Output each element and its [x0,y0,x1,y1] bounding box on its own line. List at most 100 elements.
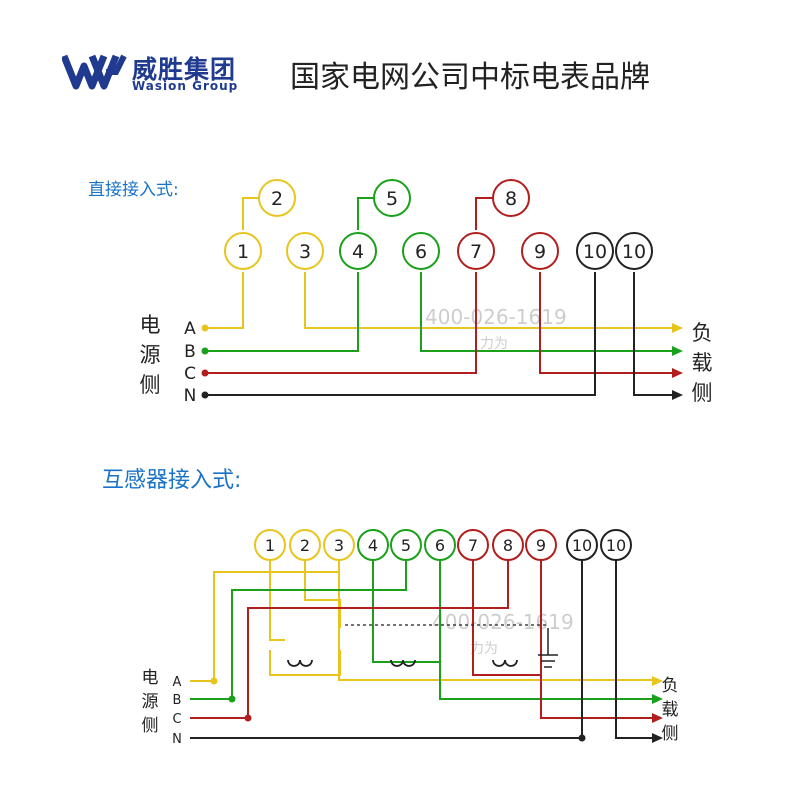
direct-wire-n-in [205,272,596,396]
ct-terminal-11-circle [600,529,632,561]
wasion-logo-icon [62,54,127,90]
ct-load-label: 负载侧 [661,676,679,744]
direct-terminal-10-circle [576,232,614,270]
direct-terminal-8-circle [492,179,530,217]
ct-box-b [372,650,441,663]
ct-wire-c-out [540,560,652,719]
direct-terminal-1-label: 1 [237,241,249,263]
direct-terminal-5-circle [373,179,411,217]
direct-wire-c-out [539,272,672,374]
ct-wire-n-out [615,560,652,739]
ct-terminal-4-label: 4 [368,536,378,555]
direct-dot-a [201,324,209,332]
direct-terminal-6-circle [402,232,440,270]
direct-arrow-a [672,323,683,333]
direct-terminal-7-label: 7 [470,241,482,263]
ct-arrow-a [652,676,663,686]
direct-terminal-2-label: 2 [271,188,283,210]
ct-wire-a-feed [190,560,340,682]
ct-terminal-10-circle [566,529,598,561]
ct-arrow-c [652,713,663,723]
ct-line-label-b: B [173,693,182,708]
page-title: 国家电网公司中标电表品牌 [290,60,650,95]
direct-line-label-b: B [184,342,196,362]
ct-wire-a-2 [304,560,341,628]
direct-dot-n [201,391,209,399]
watermark-text-2: 力为 [470,641,498,657]
direct-arrow-c [672,368,683,378]
direct-terminal-3-label: 3 [299,241,311,263]
direct-terminal-1-circle [224,232,262,270]
direct-section-title: 直接接入式: [88,180,179,200]
ct-terminal-8-circle [492,529,524,561]
ct-terminal-6-circle [424,529,456,561]
direct-source-label: 电源侧 [139,313,161,397]
ct-terminal-5-circle [390,529,422,561]
direct-wire-b-top [357,197,374,230]
ct-dot-n [578,734,586,742]
direct-terminal-11-label: 10 [622,241,646,263]
watermark-text-1: 力为 [480,336,508,352]
brand-name-en: Wasion Group [132,79,239,93]
direct-terminal-11-circle [615,232,653,270]
direct-terminal-3-circle [286,232,324,270]
direct-terminal-7-circle [457,232,495,270]
ct-terminal-9-label: 9 [536,536,546,555]
ct-terminal-1-label: 1 [265,536,275,555]
ct-terminal-7-label: 7 [468,536,478,555]
ct-dot-a [210,677,218,685]
direct-wire-c-top [475,197,493,230]
direct-line-label-c: C [184,364,196,384]
ct-arrow-b [652,694,663,704]
direct-wire-n-out [633,272,672,396]
direct-terminal-6-label: 6 [415,241,427,263]
ct-coil-c [492,659,518,667]
direct-terminal-5-label: 5 [386,188,398,210]
direct-wire-a-out [304,272,672,329]
ct-terminal-3-circle [323,529,355,561]
ct-wire-b-out [439,560,652,700]
direct-terminal-10-label: 10 [583,241,607,263]
ct-terminal-1-circle [254,529,286,561]
ct-line-label-c: C [172,712,181,727]
direct-wire-b-in [205,272,359,352]
ct-arrow-n [652,733,663,743]
direct-wire-b-out [420,272,672,352]
ct-coil-b [390,659,416,667]
ct-terminal-10-label: 10 [572,536,592,555]
watermark-phone-2: 400-026-1619 [432,610,574,634]
direct-arrow-b [672,346,683,356]
direct-wire-a-top [242,197,259,230]
direct-dot-c [201,369,209,377]
direct-terminal-9-circle [521,232,559,270]
direct-wire-c-in [205,272,477,374]
ct-box-a [269,650,341,676]
ct-wire-a-out [338,560,652,681]
ct-line-label-a: A [173,675,182,690]
ct-terminal-2-circle [289,529,321,561]
direct-arrow-n [672,390,683,400]
direct-terminal-4-circle [339,232,377,270]
ct-terminal-8-label: 8 [503,536,513,555]
ct-terminal-9-circle [525,529,557,561]
ct-terminal-5-label: 5 [401,536,411,555]
ct-terminal-6-label: 6 [435,536,445,555]
direct-line-label-a: A [184,319,196,339]
ct-terminal-7-circle [457,529,489,561]
ct-wire-c-feed [190,560,509,719]
direct-wire-a-in [205,272,244,329]
ct-dot-b [228,695,236,703]
ct-source-label: 电源侧 [141,668,159,736]
ct-terminal-2-label: 2 [300,536,310,555]
direct-load-label: 负载侧 [691,321,713,405]
ct-wire-a-1 [269,560,285,641]
direct-line-label-n: N [184,386,197,406]
ct-box-c [472,650,542,676]
watermark-phone-1: 400-026-1619 [425,305,567,329]
direct-terminal-4-label: 4 [352,241,364,263]
ct-dot-c [244,714,252,722]
ct-line-label-n: N [172,732,182,747]
ct-terminal-4-circle [357,529,389,561]
direct-terminal-8-label: 8 [505,188,517,210]
